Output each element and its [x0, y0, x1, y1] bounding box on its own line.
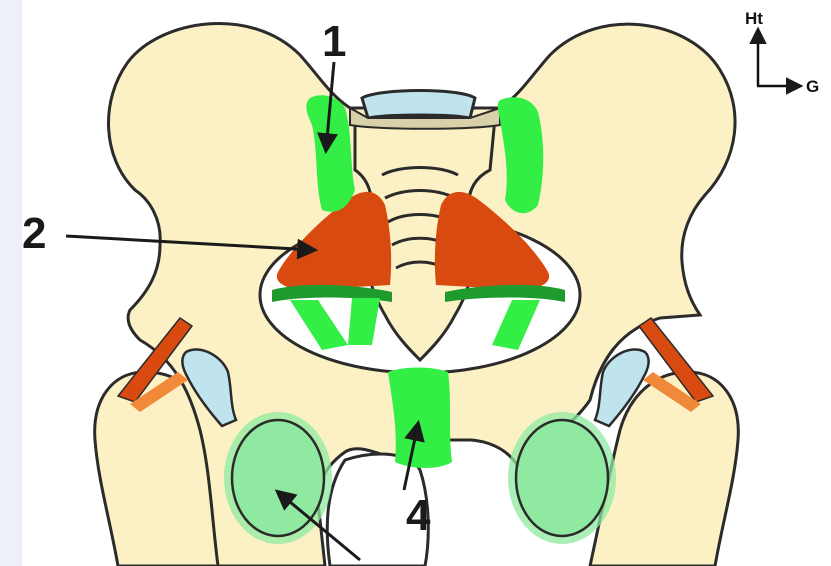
orientation-axes: Ht G	[745, 9, 819, 96]
intervertebral-disc	[362, 91, 475, 119]
right-obturator-membrane	[516, 420, 608, 536]
axis-label-ht: Ht	[745, 9, 763, 28]
axis-label-g: G	[806, 77, 819, 96]
label-2: 2	[22, 209, 46, 258]
pubic-symphysis-ligament	[388, 368, 452, 469]
left-margin-strip	[0, 0, 22, 566]
label-1: 1	[322, 17, 346, 66]
label-4: 4	[406, 491, 431, 540]
